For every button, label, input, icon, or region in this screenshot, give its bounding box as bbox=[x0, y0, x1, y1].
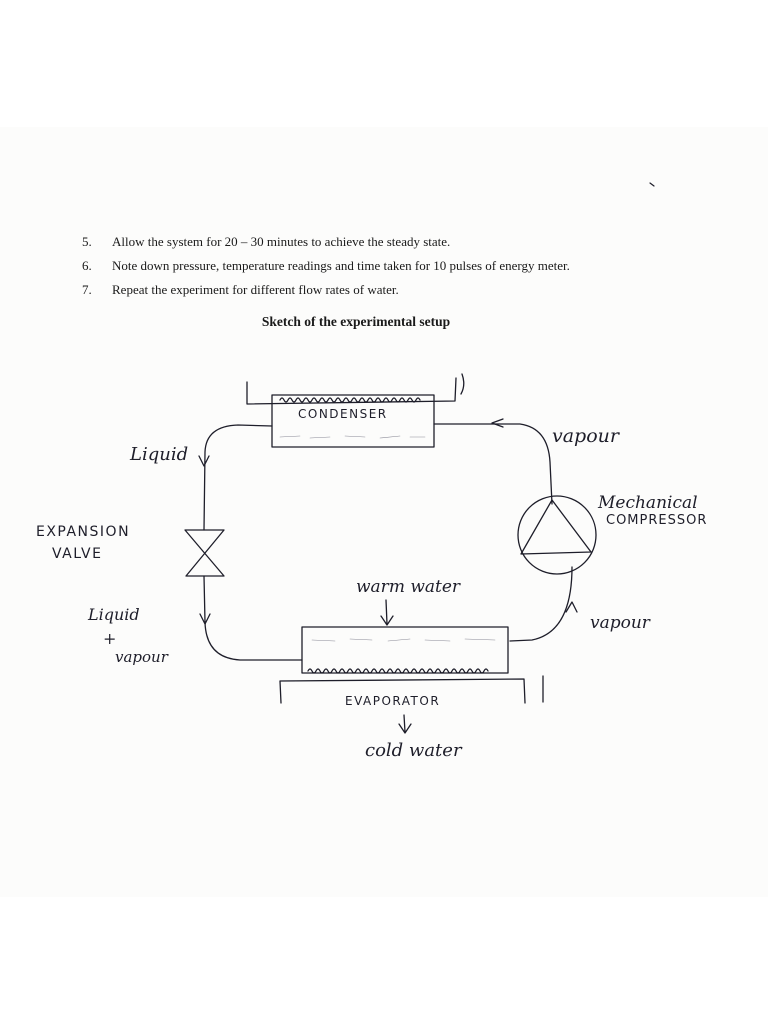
step-text: Repeat the experiment for different flow… bbox=[112, 282, 399, 297]
right-pipe bbox=[433, 418, 578, 642]
liquid-vapour-plus: + bbox=[103, 629, 116, 648]
condenser-label: CONDENSER bbox=[298, 407, 388, 421]
evaporator-tank bbox=[301, 626, 509, 674]
expansion-valve bbox=[184, 529, 225, 577]
pipe-condenser-to-valve bbox=[203, 424, 273, 531]
step-number: 6. bbox=[82, 258, 92, 273]
step-6: 6. Note down pressure, temperature readin… bbox=[82, 258, 570, 274]
evaporator-water-lines bbox=[311, 638, 496, 642]
expansion-valve-label-line1: EXPANSION bbox=[36, 524, 130, 540]
flow-arrow-liquid bbox=[198, 455, 210, 467]
pipe-compressor-to-condenser bbox=[433, 423, 553, 505]
stray-mark bbox=[649, 182, 655, 187]
warm-water-label: warm water bbox=[356, 577, 461, 597]
warm-water-arrow bbox=[380, 599, 394, 626]
flow-arrow-vapour-top bbox=[491, 418, 504, 428]
figure-caption: Sketch of the experimental setup bbox=[261, 314, 451, 329]
compressor-label-line2: COMPRESSOR bbox=[606, 513, 707, 528]
liquid-top-label: Liquid bbox=[129, 444, 188, 465]
condenser-outlet-stub bbox=[460, 373, 465, 395]
liquid-vapour-label-line1: Liquid bbox=[87, 605, 140, 624]
compressor-label-line1: Mechanical bbox=[597, 493, 698, 513]
pipe-evaporator-to-compressor bbox=[509, 566, 573, 642]
condenser-top-bracket bbox=[246, 377, 457, 405]
step-text: Note down pressure, temperature readings… bbox=[112, 258, 570, 273]
evaporator-bottom-bracket bbox=[279, 678, 526, 704]
cold-water-arrow bbox=[398, 714, 412, 734]
evaporator-coil bbox=[307, 668, 489, 674]
step-text: Allow the system for 20 – 30 minutes to … bbox=[112, 234, 451, 249]
step-5: 5. Allow the system for 20 – 30 minutes t… bbox=[82, 234, 450, 250]
evaporator bbox=[279, 626, 544, 704]
flow-arrow-vapour-bottom bbox=[565, 601, 578, 613]
pipe-valve-to-evaporator bbox=[203, 575, 303, 661]
flow-arrow-liquid-vapour bbox=[199, 613, 211, 625]
condenser bbox=[246, 373, 465, 448]
liquid-vapour-label-line2: vapour bbox=[115, 648, 169, 666]
cold-water-label: cold water bbox=[365, 740, 463, 761]
left-pipe bbox=[198, 424, 303, 661]
condenser-coil bbox=[279, 397, 421, 403]
evaporator-label: EVAPORATOR bbox=[345, 694, 440, 708]
step-number: 5. bbox=[82, 234, 92, 249]
step-number: 7. bbox=[82, 282, 92, 297]
condenser-water-lines bbox=[279, 435, 426, 439]
step-7: 7. Repeat the experiment for different fl… bbox=[82, 282, 399, 298]
vapour-top-label: vapour bbox=[552, 425, 621, 447]
mechanical-compressor bbox=[517, 495, 597, 575]
expansion-valve-symbol bbox=[184, 529, 225, 577]
compressor-triangle bbox=[520, 499, 592, 555]
paper-sheet bbox=[0, 127, 768, 897]
expansion-valve-label-line2: VALVE bbox=[52, 546, 102, 562]
condenser-tank bbox=[271, 394, 435, 448]
compressor-body bbox=[517, 495, 597, 575]
vapour-bottom-label: vapour bbox=[590, 613, 651, 633]
